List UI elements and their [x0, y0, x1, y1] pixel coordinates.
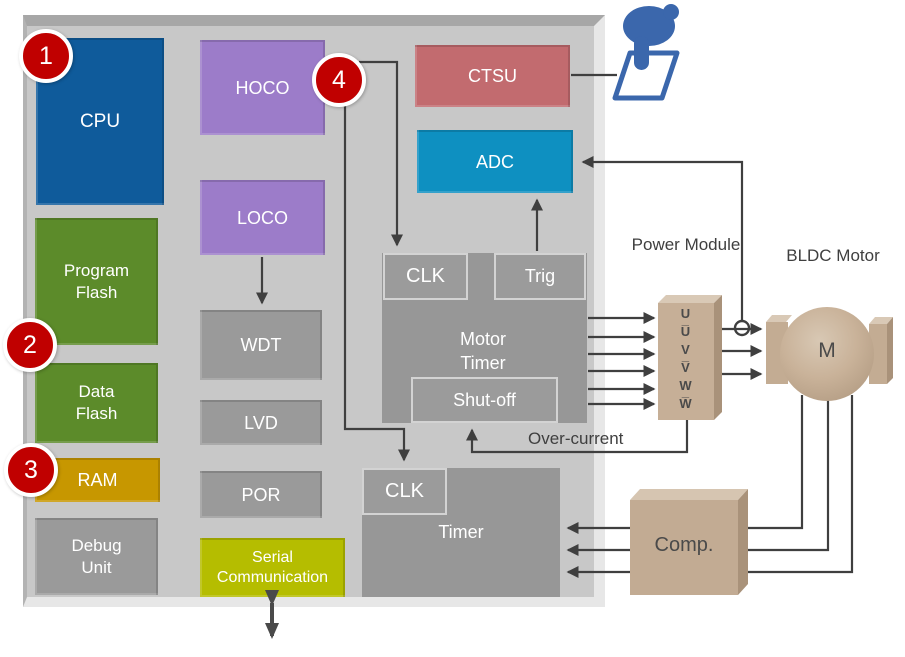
block-ctsu: CTSU: [415, 45, 570, 107]
hand-shape: [623, 6, 675, 46]
block-adc: ADC: [417, 130, 573, 193]
motor-timer-shutoff: Shut-off: [411, 377, 558, 423]
block-lvd: LVD: [200, 400, 322, 445]
motor-m-label: M: [818, 339, 836, 362]
timer-clk: CLK: [362, 468, 447, 515]
block-wdt: WDT: [200, 310, 322, 380]
block-serial-communication: Serial Communication: [200, 538, 345, 597]
callout-4: 4: [312, 53, 366, 107]
motor-circle: [780, 307, 874, 401]
arrow-current-to-adc: [581, 156, 744, 321]
motor-timer-trig: Trig: [494, 253, 586, 300]
bldc-motor-label: BLDC Motor: [786, 246, 880, 265]
motor-timer-clk: CLK: [383, 253, 468, 300]
line-motor-to-comp-2: [742, 400, 830, 552]
block-data-flash: Data Flash: [35, 363, 158, 443]
callout-3: 3: [4, 443, 58, 497]
power-module-label: Power Module: [631, 235, 741, 254]
current-sense-loop-icon: [733, 319, 751, 337]
touch-finger-icon: [612, 4, 680, 101]
phase-v-bar: V̅: [681, 360, 690, 375]
line-motor-to-comp-1: [742, 395, 804, 530]
external-signal-lines: [466, 156, 854, 578]
phase-v: V: [681, 342, 690, 357]
comparator-label: Comp.: [654, 534, 714, 556]
block-program-flash: Program Flash: [35, 218, 158, 345]
phase-u-bar: U̅: [680, 324, 691, 339]
line-motor-to-comp-3: [742, 395, 854, 574]
comparator-box: [630, 489, 748, 595]
block-debug-unit: Debug Unit: [35, 518, 158, 595]
phase-w: W: [679, 378, 692, 393]
touchpad-shape: [612, 50, 680, 101]
over-current-label: Over-current: [528, 429, 624, 448]
callout-1: 1: [19, 29, 73, 83]
block-por: POR: [200, 471, 322, 518]
power-module-phases: U U̅ V V̅ W W̅: [658, 305, 713, 413]
power-module-box: [658, 295, 722, 420]
block-loco: LOCO: [200, 180, 325, 255]
arrow-clk-to-motor-timer: [359, 60, 403, 247]
finger-shape: [634, 36, 649, 70]
block-hoco: HOCO: [200, 40, 325, 135]
internal-signal-lines: [256, 60, 617, 462]
phase-u: U: [680, 306, 691, 321]
arrow-clk-to-timer: [343, 106, 410, 462]
callout-2: 2: [3, 318, 57, 372]
phase-w-bar: W̅: [679, 396, 692, 411]
bldc-motor-shape: [766, 307, 893, 401]
motor-timer-label: Motor Timer: [459, 329, 506, 373]
arrow-overcurrent-to-shutoff: [466, 420, 689, 454]
